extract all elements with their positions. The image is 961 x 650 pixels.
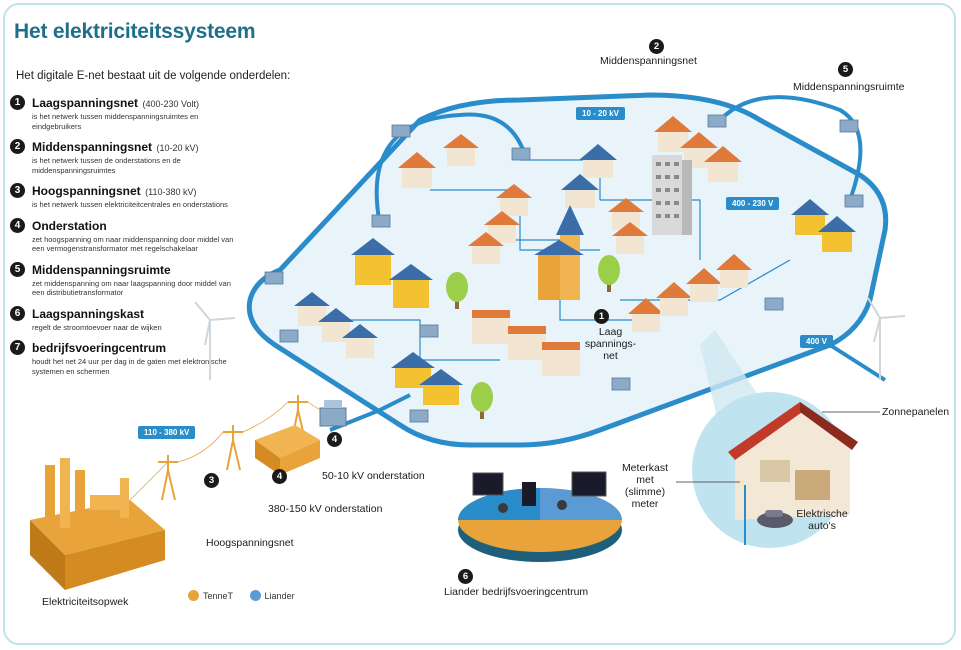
legend-item-range: (10-20 kV) [156, 143, 199, 153]
legend-item: 4 Onderstation zet hoogspanning om naar … [10, 217, 242, 254]
badge-number: 2 [649, 39, 664, 54]
voltage-tag: 400 - 230 V [726, 197, 780, 210]
legend-item-description: zet hoogspanning om naar middenspanning … [32, 234, 234, 254]
electric-car-icon [757, 510, 793, 528]
house-cutaway [728, 402, 858, 545]
house-cluster-left [294, 292, 378, 358]
legend-item-description: is het netwerk tussen de onderstations e… [32, 156, 181, 175]
label-middenspanningsruimte: Middenspanningsruimte [793, 81, 905, 93]
legend-item-name: Onderstation [32, 218, 107, 233]
legend-item-range: (400-230 Volt) [142, 99, 200, 109]
badge-number: 4 [272, 469, 287, 484]
high-voltage-line [329, 393, 411, 432]
house-cluster-yellow-left [351, 238, 433, 308]
label-hoogspanningsnet: Hoogspanningsnet [206, 537, 294, 549]
legend-item: 5 Middenspanningsruimte zet middenspanni… [10, 261, 242, 298]
label-elektriciteitsopwek: Elektriciteitsopwek [42, 596, 129, 608]
voltage-tag: 400 V [800, 335, 833, 348]
liander-color-dot [249, 590, 261, 601]
legend-number-badge: 2 [10, 139, 25, 154]
label-laagspanningsnet: Laag spannings- net [584, 326, 637, 362]
operator-key: TenneT Liander [188, 590, 309, 601]
badge-number: 5 [838, 62, 853, 77]
network-loop-left [374, 112, 527, 226]
legend-item-name: Middenspanningsruimte [32, 262, 171, 277]
legend-item-description: houdt het net 24 uur per dag in de gaten… [32, 357, 227, 376]
legend-number-badge: 7 [10, 340, 25, 355]
label-onderstation-50-10: 50-10 kV onderstation [322, 470, 425, 482]
power-plant [30, 458, 165, 590]
legend-item: 3 Hoogspanningsnet (110-380 kV) is het n… [10, 182, 242, 210]
legend-item-description: regelt de stroomtoevoer naar de wijken [32, 322, 162, 332]
key-item-tennet: TenneT [188, 590, 233, 601]
wind-turbine-right [867, 297, 906, 380]
legend-item: 6 Laagspanningskast regelt de stroomtoev… [10, 305, 242, 333]
key-label: Liander [264, 591, 295, 601]
house-cluster-top [398, 134, 532, 264]
voltage-tag: 110 - 380 kV [138, 426, 196, 439]
component-legend: 1 Laagspanningsnet (400-230 Volt) is het… [10, 94, 242, 383]
church [534, 205, 584, 300]
legend-number-badge: 1 [10, 95, 25, 110]
substation-50 [319, 400, 347, 427]
house-cluster-center-right [628, 254, 752, 332]
legend-number-badge: 3 [10, 183, 25, 198]
intro-text: Het digitale E-net bestaat uit de volgen… [16, 70, 291, 82]
key-label: TenneT [203, 591, 234, 601]
tennet-color-dot [188, 590, 199, 601]
legend-number-badge: 5 [10, 261, 25, 277]
key-item-liander: Liander [249, 590, 295, 601]
substation-380 [255, 425, 320, 475]
legend-item-range: (110-380 kV) [145, 187, 197, 197]
legend-item: 7 bedrijfsvoeringcentrum houdt het net 2… [10, 339, 242, 376]
legend-item: 2 Middenspanningsnet (10-20 kV) is het n… [10, 138, 242, 175]
label-elektrische-autos: Elektrische auto's [796, 508, 848, 532]
legend-item-name: Laagspanningskast [32, 306, 145, 321]
control-center [458, 471, 622, 562]
legend-item-description: zet middenspanning om naar laagspanning … [32, 278, 231, 298]
infographic-frame [3, 3, 956, 645]
power-lines [129, 401, 329, 501]
network-loop-right [718, 95, 863, 201]
label-middenspanningsnet: Middenspanningsnet [600, 55, 697, 67]
trees [446, 255, 620, 419]
legend-item-name: Middenspanningsnet [32, 140, 152, 154]
legend-item-description: is het netwerk tussen elektriciteitcentr… [32, 200, 228, 209]
network-line-right [828, 343, 887, 382]
legend-item-name: Laagspanningsnet [32, 96, 139, 110]
voltage-tag: 10 - 20 kV [576, 107, 625, 120]
terraced-houses [472, 310, 580, 376]
substation-boxes [264, 114, 864, 423]
badge-number: 1 [594, 309, 609, 324]
label-bedrijfsvoeringcentrum: Liander bedrijfsvoeringcentrum [444, 586, 589, 598]
page-title: Het elektriciteitssysteem [14, 20, 256, 43]
badge-number: 6 [458, 569, 473, 584]
house-cluster-right-top [654, 116, 742, 182]
legend-item-name: bedrijfsvoeringcentrum [32, 341, 167, 355]
legend-item-description: is het netwerk tussen middenspanningsrui… [32, 112, 199, 131]
label-zonnepanelen: Zonnepanelen [882, 406, 950, 418]
label-onderstation-380-150: 380-150 kV onderstation [268, 503, 383, 515]
badge-number: 4 [327, 432, 342, 447]
legend-number-badge: 4 [10, 217, 25, 233]
legend-item-name: Hoogspanningsnet [32, 184, 141, 198]
wind-turbine-left [194, 301, 236, 380]
house-cluster-solar [561, 144, 648, 254]
apartment-tower [652, 155, 692, 235]
house-cluster-right [791, 199, 856, 252]
house-cluster-bottom-left [391, 352, 463, 405]
legend-item: 1 Laagspanningsnet (400-230 Volt) is het… [10, 94, 242, 131]
label-meterkast: Meterkast met (slimme) meter [621, 462, 669, 510]
legend-number-badge: 6 [10, 305, 25, 321]
badge-number: 3 [204, 473, 219, 488]
